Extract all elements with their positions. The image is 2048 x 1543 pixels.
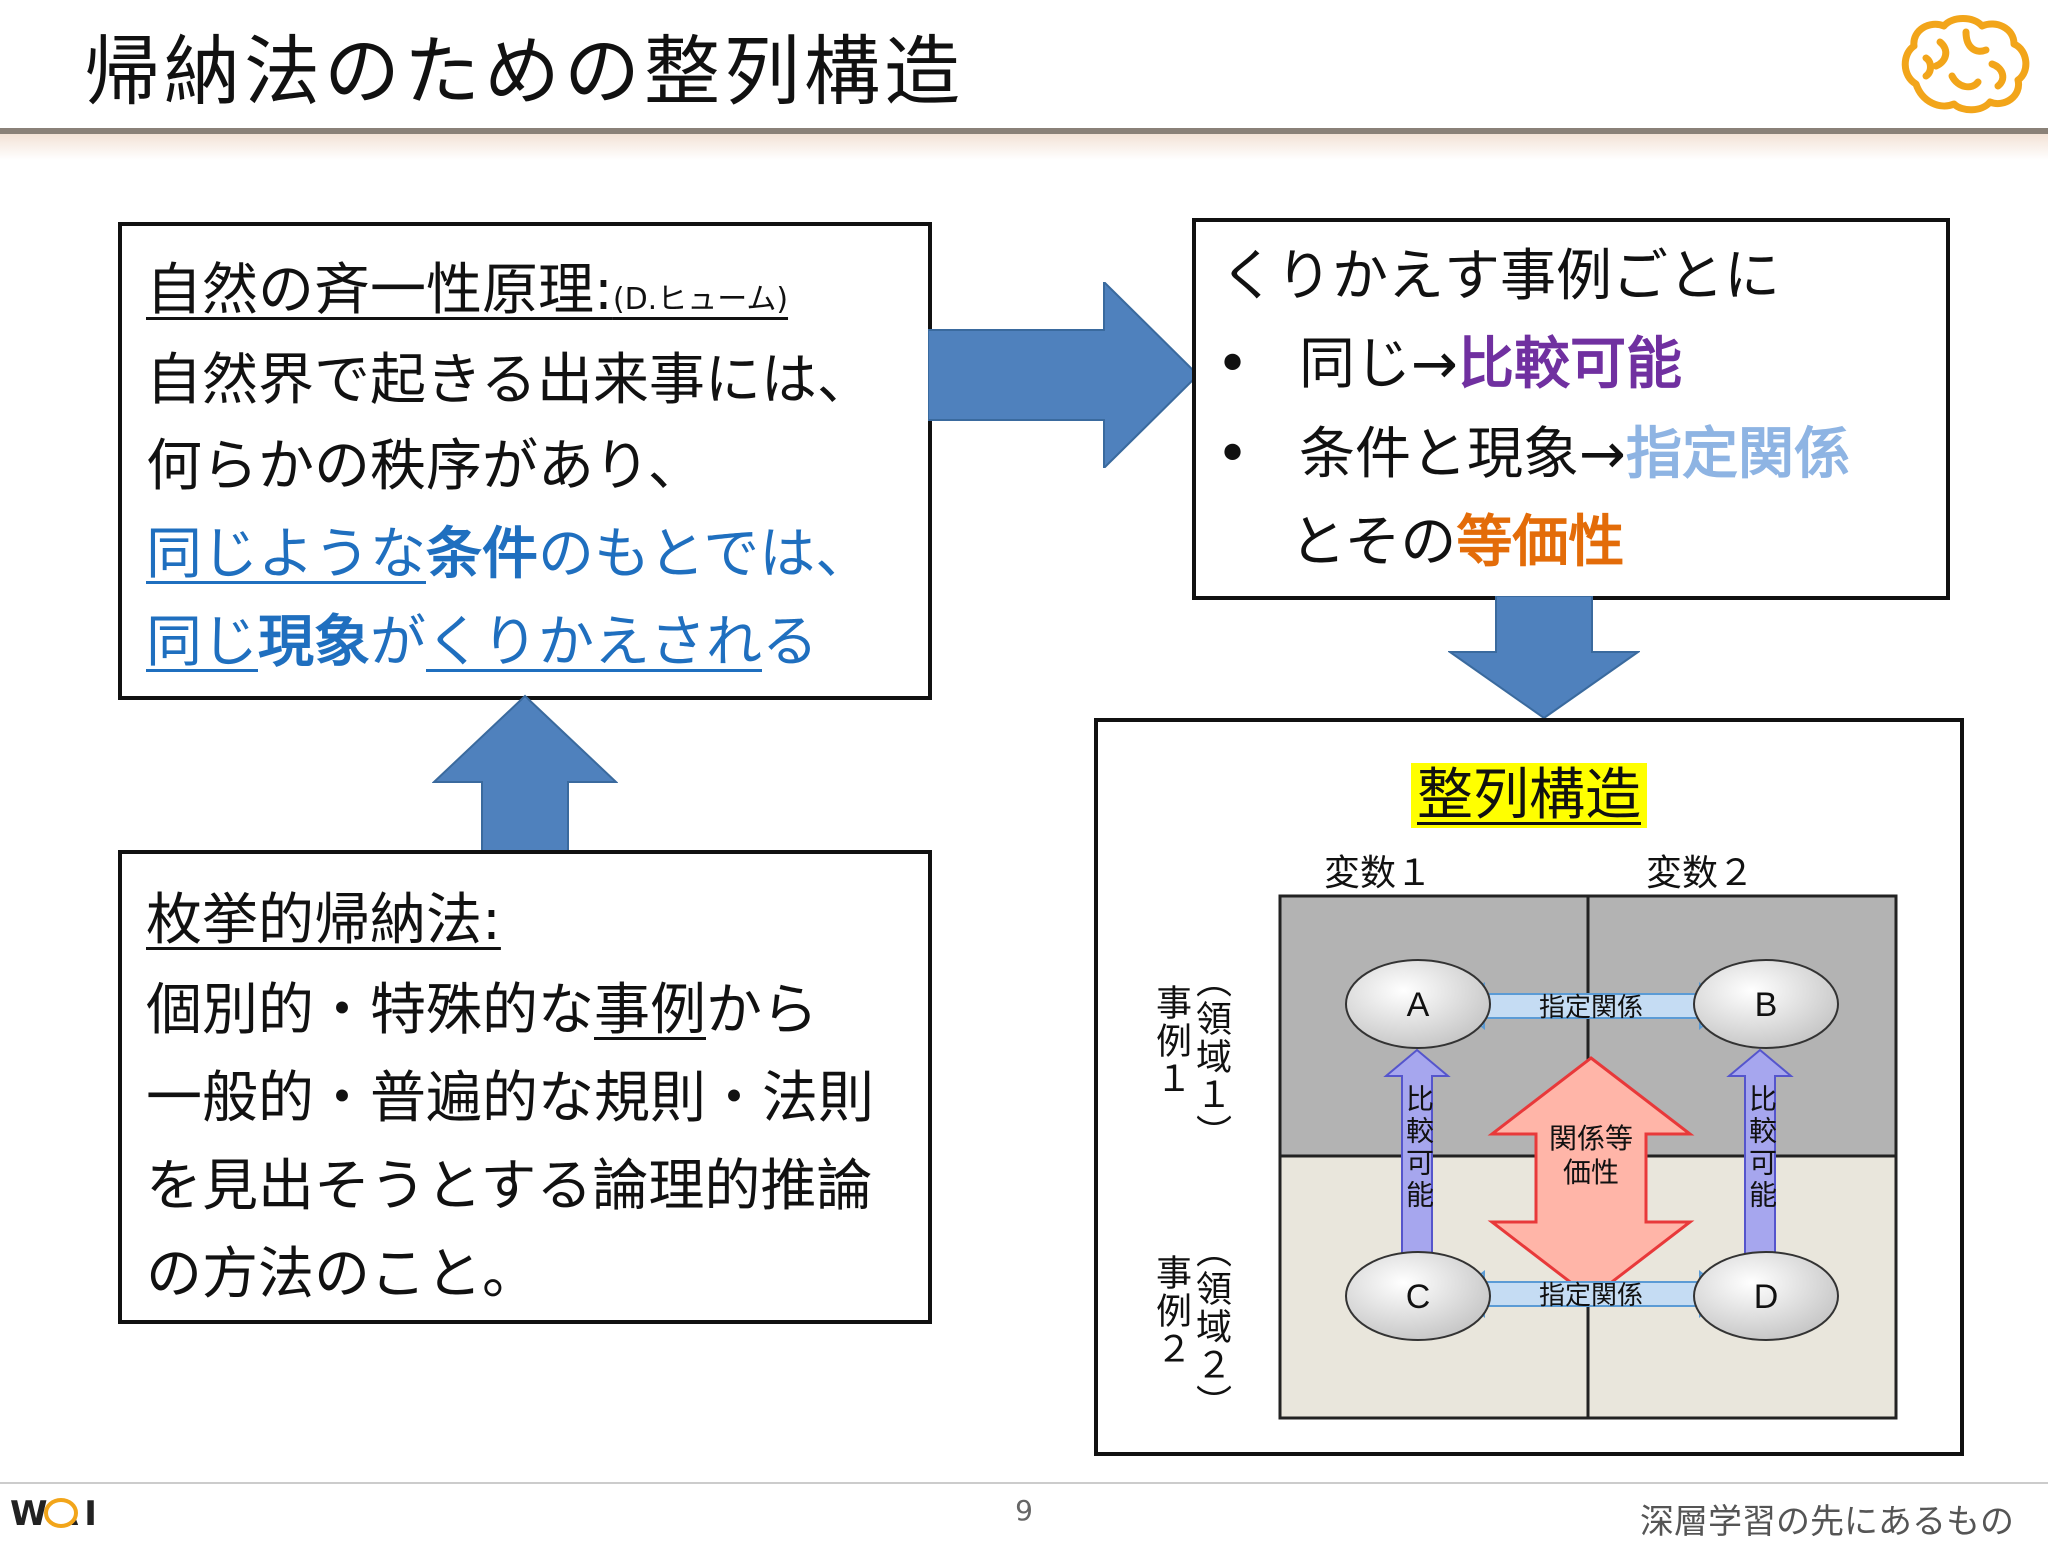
- box1-line-3: 何らかの秩序があり、: [146, 434, 704, 499]
- comparable-left-label: 比較可能: [1402, 1084, 1435, 1212]
- variable-2-label: 変数２: [1646, 853, 1755, 894]
- condition-text: 条件: [426, 522, 538, 587]
- title-rule: [0, 128, 2048, 134]
- individual-text: 個別的・特殊的な: [146, 978, 594, 1043]
- relation-bottom-label: 指定関係: [1539, 1281, 1643, 1311]
- equivalence-label-2: 価性: [1563, 1156, 1619, 1189]
- box1-line-4: 同じような条件のもとでは、: [146, 510, 871, 600]
- title-shadow: [0, 134, 2048, 160]
- arrow-right-icon: [928, 282, 1200, 468]
- case-2-label: 事例２: [1150, 1254, 1191, 1368]
- brain-logo-icon: [1901, 15, 2030, 114]
- case-2-domain-label: （領域２）: [1190, 1232, 1231, 1422]
- comparable-right-label: 比較可能: [1745, 1084, 1778, 1212]
- box1-heading: 自然の斉一性原理: [146, 258, 594, 323]
- node-b: [1693, 959, 1839, 1049]
- phenomenon-text: 現象: [258, 610, 370, 675]
- box3-heading-colon: :: [482, 888, 501, 953]
- box1-line-2: 自然界で起きる出来事には、: [146, 348, 873, 413]
- box2-item-2: • 条件と現象→指定関係: [1216, 410, 1850, 500]
- ga-text: が: [370, 610, 426, 675]
- node-a: [1345, 959, 1491, 1049]
- box3-line-5: の方法のこと。: [146, 1242, 538, 1307]
- equivalence-text: 等価性: [1456, 510, 1625, 575]
- condition-phenomenon-text: 条件と現象→: [1299, 422, 1626, 487]
- arrow-down-icon: [1448, 596, 1640, 720]
- node-a-label: A: [1407, 986, 1430, 1024]
- case-1-label: 事例１: [1150, 984, 1191, 1098]
- equivalence-label-1: 関係等: [1549, 1122, 1633, 1155]
- node-b-label: B: [1755, 986, 1778, 1024]
- node-d-label: D: [1754, 1278, 1779, 1316]
- relation-top-label: 指定関係: [1539, 993, 1643, 1023]
- alignment-structure-box: 整列構造 変数１ 変数２ 事例１ （領域１） 事例２ （領域２）: [1094, 718, 1964, 1456]
- box1-heading-line: 自然の斉一性原理:(D.ヒューム): [146, 246, 788, 345]
- box3-line-4: を見出そうとする論理的推論: [146, 1154, 873, 1219]
- diagram-title: 整列構造: [1411, 763, 1647, 828]
- box2-item-3: とその等価性: [1290, 498, 1624, 588]
- box2-line-1: くりかえす事例ごとに: [1220, 244, 1780, 309]
- page-number: 9: [1015, 1494, 1033, 1527]
- footer-rule: [0, 1482, 2048, 1484]
- and-its-text: とその: [1290, 510, 1457, 575]
- box2-item-1: • 同じ→比較可能: [1216, 320, 1682, 410]
- specified-relation-text: 指定関係: [1625, 422, 1850, 487]
- box3-heading: 枚挙的帰納法: [146, 888, 482, 953]
- box3-line-2: 個別的・特殊的な事例から: [146, 966, 818, 1056]
- repeated-text: くりかえされ: [426, 610, 762, 675]
- case-1-domain-label: （領域１）: [1190, 962, 1231, 1152]
- repeat-cases-box: くりかえす事例ごとに • 同じ→比較可能 • 条件と現象→指定関係 とその等価性: [1192, 218, 1950, 600]
- same-arrow-text: 同じ→: [1299, 332, 1458, 397]
- box1-line-5: 同じ現象がくりかえされる: [146, 598, 818, 688]
- node-c: [1345, 1251, 1491, 1341]
- comparable-text: 比較可能: [1457, 332, 1682, 397]
- bullet-1: •: [1216, 332, 1250, 397]
- footer-brain-icon: [44, 1498, 78, 1528]
- hume-note: (D.ヒューム): [612, 282, 789, 317]
- box3-heading-line: 枚挙的帰納法:: [146, 876, 501, 966]
- slide-title: 帰納法のための整列構造: [84, 27, 964, 116]
- under-text: のもとでは、: [538, 522, 872, 587]
- uniformity-principle-box: 自然の斉一性原理:(D.ヒューム) 自然界で起きる出来事には、 何らかの秩序があ…: [118, 222, 932, 700]
- node-c-label: C: [1406, 1278, 1431, 1316]
- same-text: 同じ: [146, 610, 258, 675]
- alignment-grid: A B C D 指定関係 指定関係 関係等 価性: [1278, 894, 1898, 1420]
- from-text: から: [706, 978, 818, 1043]
- footer-text: 深層学習の先にあるもの: [1640, 1502, 2014, 1542]
- ru-text: る: [762, 610, 818, 675]
- box3-line-3: 一般的・普遍的な規則・法則: [146, 1066, 874, 1131]
- case-text: 事例: [594, 978, 706, 1043]
- box1-heading-colon: :: [594, 258, 613, 323]
- arrow-up-icon: [432, 694, 618, 855]
- footer-logo: WAI: [10, 1494, 170, 1534]
- diagram-title-wrap: 整列構造: [1098, 758, 1960, 834]
- enumerative-induction-box: 枚挙的帰納法: 個別的・特殊的な事例から 一般的・普遍的な規則・法則 を見出そう…: [118, 850, 932, 1324]
- bullet-2: •: [1216, 422, 1250, 487]
- same-like-text: 同じような: [146, 522, 426, 587]
- node-d: [1693, 1251, 1839, 1341]
- variable-1-label: 変数１: [1324, 853, 1433, 894]
